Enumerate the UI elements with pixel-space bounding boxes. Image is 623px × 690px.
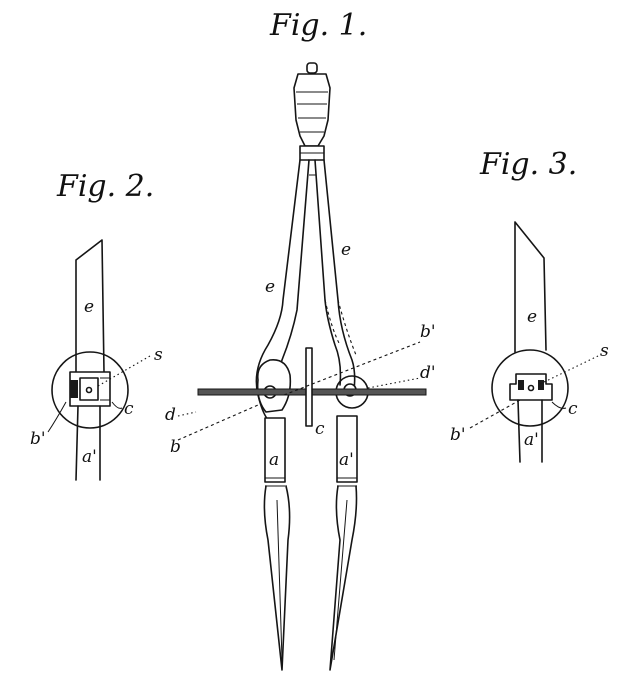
right-leg-inner [314, 159, 342, 386]
label-e-right: e [341, 240, 351, 260]
fig2-circle [51, 351, 129, 429]
fig3-title: Fig. 3. [479, 147, 577, 182]
fig3-pivot [527, 384, 535, 392]
right-leg-hidden [324, 299, 357, 356]
leg-a-point [263, 485, 291, 671]
fig3-label-e: e [527, 307, 537, 327]
right-leg-outer [323, 159, 356, 391]
fig2-label-a-prime: a' [82, 447, 97, 467]
fig1-title: Fig. 1. [269, 8, 367, 43]
leg-a-prime-sleeve [336, 415, 358, 483]
label-a-prime: a' [339, 450, 354, 470]
fig1-legs [255, 159, 357, 421]
label-c: c [315, 419, 325, 439]
label-d-prime: d' [420, 363, 436, 383]
label-b-prime: b' [420, 322, 436, 342]
fig3-label-s: s [600, 341, 609, 361]
label-e-left: e [265, 277, 275, 297]
fig2-label-s: s [154, 345, 163, 365]
fig2-b-prime-leader [47, 401, 67, 433]
fig2-label-c: c [124, 399, 134, 419]
fig3-axis-s [539, 355, 599, 385]
fig3-arm-e [514, 221, 547, 353]
leg-bands [265, 477, 357, 487]
left-joint-body [256, 358, 292, 413]
fig3-c-leader [551, 401, 567, 409]
fig2-arm-e [75, 239, 105, 373]
fig2-title: Fig. 2. [56, 169, 154, 204]
left-leg-outer [255, 159, 301, 421]
fig1-lower-legs [263, 415, 358, 671]
leg-a-sleeve [264, 417, 286, 483]
fig2-pivot [85, 386, 93, 394]
fig2-axis-s [97, 355, 151, 387]
fig1-left-joint [256, 358, 292, 413]
fig2-label-b-prime: b' [30, 429, 46, 449]
handle-knob [306, 62, 318, 74]
label-a: a [269, 450, 279, 470]
fig3: Fig. 3. e s b' c a' [450, 147, 609, 463]
left-leg-inner [278, 159, 310, 391]
fig2-block-lines [100, 377, 110, 401]
fig1-rod [305, 347, 313, 427]
handle-body [293, 73, 331, 147]
fig2-label-e: e [84, 297, 94, 317]
fig2-block-left-slot [70, 380, 78, 398]
fig3-label-b-prime: b' [450, 425, 466, 445]
handle-rings [296, 91, 328, 133]
label-d: d [165, 405, 176, 425]
leg-shading [276, 499, 348, 661]
fig1: Fig. 1. [165, 8, 436, 671]
fig2: Fig. 2. e s b' c a' [30, 169, 163, 481]
fig2-arm-a-prime [75, 405, 101, 481]
fig2-c-leader [111, 401, 123, 409]
fig3-circle [491, 349, 569, 427]
axis-d-line [177, 411, 197, 417]
fig3-label-a-prime: a' [524, 430, 539, 450]
axis-d-prime-line [367, 377, 421, 389]
fig3-slot-right [538, 380, 544, 390]
rod-c [305, 347, 313, 427]
axis-b-line [177, 341, 421, 441]
fig3-slot-left [518, 380, 524, 390]
label-b: b [170, 437, 181, 457]
fig1-handle [293, 62, 331, 161]
fig3-arm-a-prime [517, 399, 543, 463]
fig3-label-c: c [568, 399, 578, 419]
leg-a-prime-point [329, 485, 358, 671]
